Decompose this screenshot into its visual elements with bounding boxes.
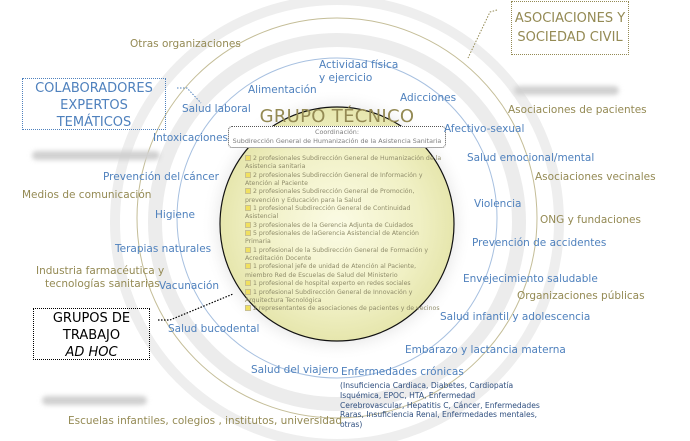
topic-envejecimiento: Envejecimiento saludable (463, 273, 598, 285)
coordination-value: Subdirección General de Humanización de … (232, 137, 442, 145)
blurred-label (32, 151, 160, 160)
member-item: 1 profesional de hospital experto en red… (245, 280, 443, 288)
workgroups-box: GRUPOS DE TRABAJO AD HOC (33, 308, 150, 360)
topics-ring (176, 57, 498, 379)
topic-salud-viajero: Salud del viajero (251, 364, 339, 376)
topic-prevencion-cancer: Prevención del cáncer (103, 171, 219, 183)
member-item: 5 profesionales de laGerencia Asistencia… (245, 230, 443, 247)
member-text: 1 profesional de hospital experto en red… (253, 280, 411, 288)
technical-group-circle (219, 106, 455, 342)
org-asociaciones-vecinales: Asociaciones vecinales (535, 171, 656, 183)
member-item: 1 profesional de la Subdirección General… (245, 246, 443, 264)
member-text: 2 representantes de asociaciones de paci… (253, 305, 440, 313)
topic-salud-laboral: Salud laboral (182, 103, 251, 115)
member-item: 3 profesionales de la Gerencia Adjunta d… (245, 221, 443, 230)
member-item: 2 profesionales Subdirección General de … (245, 188, 443, 205)
org-industria-line-2: tecnologías sanitarias (45, 278, 160, 290)
topic-actividad-line-2: y ejercicio (319, 72, 373, 84)
chronic-diseases-detail: (Insuficiencia Cardiaca, Diabetes, Cardi… (340, 381, 540, 430)
member-text: 2 profesionales Subdirección General de … (245, 188, 415, 204)
topic-intoxicaciones: Intoxicaciones (153, 132, 229, 144)
collaborators-line-3: TEMÁTICOS (56, 115, 132, 130)
shadow-ring-outer (110, 0, 564, 441)
topic-violencia: Violencia (474, 198, 522, 210)
technical-group-title: GRUPO TÉCNICO (259, 106, 415, 127)
bullet-icon (245, 155, 251, 161)
bullet-icon (245, 246, 251, 253)
workgroups-connector (158, 293, 234, 321)
workgroups-line-2: TRABAJO (62, 328, 121, 343)
bullet-icon (245, 305, 251, 312)
members-list: 2 profesionales Subdirección General de … (245, 155, 443, 314)
member-text: 1 profesional de la Subdirección General… (245, 246, 429, 263)
topic-salud-infantil: Salud infantil y adolescencia (440, 311, 591, 323)
member-text: 2 profesionales Subdirección General de … (245, 155, 442, 171)
org-ong-fundaciones: ONG y fundaciones (540, 214, 641, 226)
member-item: 2 profesionales Subdirección General de … (245, 171, 443, 189)
member-text: 1 profesional Subdirección General de Co… (245, 205, 411, 221)
org-otras-organizaciones: Otras organizaciones (130, 38, 241, 50)
org-asociaciones-pacientes: Asociaciones de pacientes (508, 104, 647, 116)
topic-actividad-line-1: Actividad física (319, 59, 399, 71)
topic-higiene: Higiene (155, 209, 195, 221)
associations-line-2: SOCIEDAD CIVIL (517, 30, 623, 45)
member-item: 1 profesional Subdirección General de Co… (245, 205, 443, 222)
topic-prevencion-accidentes: Prevención de accidentes (472, 237, 607, 249)
bullet-icon (245, 288, 251, 295)
associations-line-1: ASOCIACIONES Y (514, 11, 626, 26)
topic-alimentacion: Alimentación (248, 84, 317, 96)
bullet-icon (245, 205, 251, 212)
associations-box: ASOCIACIONES Y SOCIEDAD CIVIL (511, 1, 629, 55)
org-organizaciones-publicas: Organizaciones públicas (517, 290, 645, 302)
member-text: 5 profesionales de laGerencia Asistencia… (245, 230, 419, 246)
topic-embarazo: Embarazo y lactancia materna (405, 344, 566, 356)
blurred-label (42, 396, 147, 405)
topic-terapias-naturales: Terapias naturales (115, 243, 212, 255)
topic-enfermedades-cronicas: Enfermedades crónicas (341, 366, 464, 378)
member-item: 2 profesionales Subdirección General de … (245, 155, 443, 172)
blurred-label (514, 86, 619, 95)
topic-salud-emocional: Salud emocional/mental (467, 152, 595, 164)
bullet-icon (245, 263, 251, 270)
collaborators-line-1: COLABORADORES (35, 81, 153, 96)
collaborators-box: COLABORADORES EXPERTOS TEMÁTICOS (22, 78, 166, 130)
bullet-icon (245, 221, 251, 228)
coordination-label: Coordinación: (315, 128, 359, 136)
member-text: 1 profesional Subdirección General de In… (245, 288, 413, 304)
member-text: 1 profesional jefe de unidad de Atención… (245, 263, 417, 279)
topic-salud-bucodental: Salud bucodental (168, 323, 260, 335)
bullet-icon (245, 280, 251, 287)
org-industria-line-1: Industria farmacéutica y (36, 265, 165, 277)
bullet-icon (245, 188, 251, 195)
member-text: 3 profesionales de la Gerencia Adjunta d… (253, 221, 414, 229)
organizations-ring (136, 17, 538, 419)
coordination-box: Coordinación: Subdirección General de Hu… (228, 126, 446, 148)
associations-connector (467, 9, 498, 59)
org-medios-comunicacion: Medios de comunicación (22, 189, 152, 201)
workgroups-line-3: AD HOC (65, 345, 118, 360)
collaborators-line-2: EXPERTOS (60, 98, 128, 113)
org-escuelas: Escuelas infantiles, colegios , institut… (68, 415, 343, 427)
member-item: 1 profesional Subdirección General de In… (245, 288, 443, 306)
member-item: 1 profesional jefe de unidad de Atención… (245, 263, 443, 280)
topic-afectivo-sexual: Afectivo-sexual (444, 123, 525, 135)
bullet-icon (245, 230, 251, 237)
shadow-ring-mid (148, 33, 526, 411)
workgroups-line-1: GRUPOS DE (52, 311, 131, 326)
member-text: 2 profesionales Subdirección General de … (245, 171, 423, 188)
bullet-icon (245, 171, 251, 178)
member-item: 2 representantes de asociaciones de paci… (245, 305, 443, 313)
collaborators-connector (177, 87, 202, 104)
topic-adicciones: Adicciones (400, 92, 457, 104)
topic-vacunacion: Vacunación (159, 280, 220, 292)
